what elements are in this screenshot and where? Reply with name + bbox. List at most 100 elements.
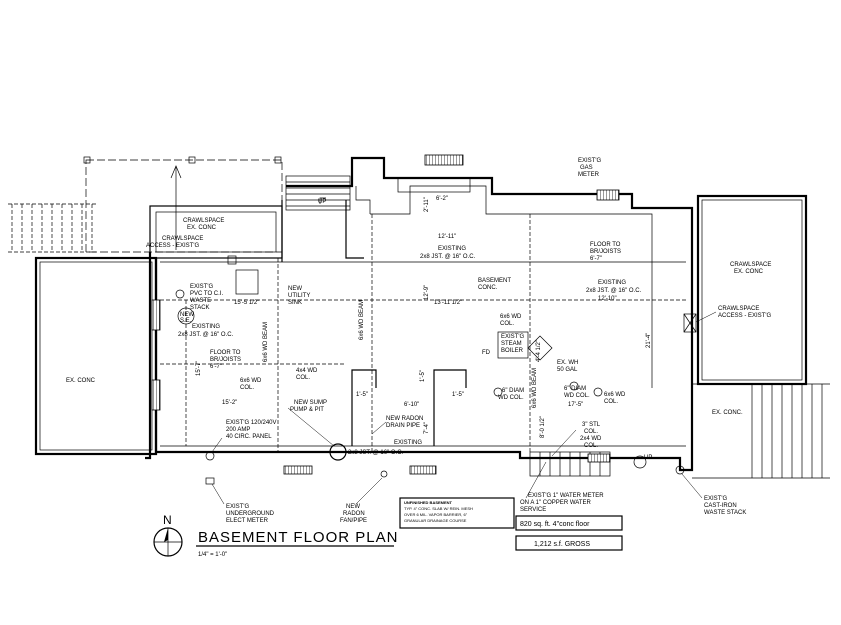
existing-joist-label: EXISTING: [394, 440, 422, 446]
floor-drain-label: FD: [482, 350, 491, 356]
column-label: COL.: [584, 429, 598, 435]
floor-to-joists-label: BR/JOISTS: [590, 249, 621, 255]
note-line: GRANULAR DRAINAGE COURSE: [404, 518, 467, 523]
column-label: 6x6 WD: [604, 392, 626, 398]
elect-meter-label: EXIST'G: [226, 504, 249, 510]
water-meter-label: SERVICE: [520, 507, 546, 513]
area-gross-label: 1,212 s.f. GROSS: [534, 541, 590, 548]
crawlspace-access-left: CRAWLSPACE: [162, 236, 203, 242]
ex-conc-right: EX. CONC.: [712, 410, 743, 416]
new-se-label: S.E.: [180, 318, 192, 324]
utility-sink-label: UTILITY: [288, 293, 310, 299]
dimension-label: 1'-5": [356, 392, 368, 398]
water-heater-label: EX. WH: [557, 360, 578, 366]
panel-label: 200 AMP: [226, 427, 250, 433]
column-label: COL.: [500, 321, 514, 327]
note-line: OVER 6 MIL. VAPOR BARRIER, 6": [404, 512, 468, 517]
dimension-label: 12'-11": [438, 234, 456, 240]
water-heater-label: 50 GAL: [557, 367, 578, 373]
foundation-walls: [145, 154, 694, 472]
dimension-label: 4'-4 1/2": [536, 340, 542, 362]
floor-to-joists-label: 6'-7": [590, 256, 602, 262]
interior-partitions: [235, 186, 529, 446]
crawlspace-access-right-sub: ACCESS - EXIST'G: [718, 313, 771, 319]
column-label: 6x6 WD: [240, 378, 262, 384]
note-title: UNFINISHED BASEMENT: [404, 500, 453, 505]
dimension-label: 6'-2": [436, 196, 448, 202]
dimension-label: 15'-7": [196, 361, 202, 376]
crawlspace-right-label: CRAWLSPACE: [730, 262, 771, 268]
beam-label: 6x6 WD BEAM: [263, 322, 269, 362]
joist-label: 2x8 JST. @ 16" O.C.: [420, 254, 476, 260]
plan-scale: 1/4" = 1'-0": [198, 552, 227, 558]
exist-pvc-label: EXIST'G: [190, 284, 213, 290]
dimension-label: 15'-2": [222, 400, 237, 406]
boiler-label: BOILER: [501, 348, 524, 354]
boiler-label: STEAM: [501, 341, 522, 347]
dimension-label: 1'-5": [420, 370, 426, 382]
crawlspace-access-right: CRAWLSPACE: [718, 306, 759, 312]
elect-meter-label: ELECT METER: [226, 518, 269, 524]
exist-pvc-label: PVC TO C.I.: [190, 291, 223, 297]
note-line: TYP. 4" CONC. SLAB W/ REIN. MESH: [404, 506, 473, 511]
radon-pipe-label: NEW: [346, 504, 360, 510]
north-label: N: [163, 513, 172, 527]
column-label: COL.: [240, 385, 254, 391]
right-crawlspace: [683, 194, 830, 479]
beam-label: 6x6 WD BEAM: [359, 300, 365, 340]
floor-to-joists-label: BR/JOISTS: [210, 357, 241, 363]
plan-title: BASEMENT FLOOR PLAN: [198, 529, 398, 546]
column-label: 6" DIAM: [564, 386, 586, 392]
note-box: [399, 497, 623, 551]
existing-joist-label: EXISTING: [192, 324, 220, 330]
sump-label: PUMP & PIT: [290, 407, 324, 413]
dimension-label: 15'-5 1/2": [234, 300, 259, 306]
dimension-label: 2'-11": [424, 197, 430, 212]
column-label: 6" DIAM: [502, 388, 524, 394]
water-meter-label: ON A 1" COPPER WATER: [520, 500, 591, 506]
upper-stairs: [285, 175, 351, 211]
dimension-label: 8'-0 1/2": [540, 416, 546, 438]
basement-label: BASEMENT: [478, 278, 511, 284]
leader-lines: [211, 311, 717, 505]
ex-conc-left: EX. CONC: [66, 378, 96, 384]
dimension-label: 17'-5": [568, 402, 583, 408]
column-label: 6x6 WD: [500, 314, 522, 320]
column-label: 3" STL: [582, 422, 601, 428]
radon-drain-label: NEW RADON: [386, 416, 423, 422]
cast-iron-label: CAST-IRON: [704, 503, 737, 509]
windows: [151, 299, 611, 475]
basement-label: CONC.: [478, 285, 498, 291]
column-label: 4x4 WD: [296, 368, 318, 374]
left-porch: [8, 203, 158, 456]
boiler-label: EXIST'G: [501, 334, 524, 340]
floor-to-joists-label: FLOOR TO: [590, 242, 621, 248]
radon-pipe-label: FAN/PIPE: [340, 518, 367, 524]
cast-iron-label: WASTE STACK: [704, 510, 746, 516]
joist-label: 2x8 JST. @ 16" O.C.: [178, 332, 234, 338]
beam-label: 6x6 WD BEAM: [532, 368, 538, 408]
exist-pvc-label: WASTE: [190, 298, 211, 304]
utility-sink-label: NEW: [288, 286, 302, 292]
column-label: COL.: [604, 399, 618, 405]
radon-drain-label: DRAIN PIPE: [386, 423, 420, 429]
existing-joist-label: EXISTING: [598, 280, 626, 286]
dimension-label: 12'-10": [598, 296, 617, 302]
existing-joist-label: EXISTING: [438, 246, 466, 252]
column-label: 2x4 WD: [580, 436, 602, 442]
elect-meter-label: UNDERGROUND: [226, 511, 275, 517]
panel-label: 40 CIRC. PANEL: [226, 434, 272, 440]
joist-label: 2x8 JST. @ 16" O.C.: [586, 288, 642, 294]
column-label: COL.: [584, 443, 598, 449]
column-label: WD COL.: [498, 395, 524, 401]
cast-iron-label: EXIST'G: [704, 496, 727, 502]
radon-pipe-label: RADON: [343, 511, 365, 517]
gas-meter-label: METER: [578, 172, 600, 178]
plan-labels: BASEMENT FLOOR PLAN 1/4" = 1'-0" N CRAWL…: [66, 158, 771, 558]
water-meter-label: EXIST'G 1" WATER METER: [528, 493, 604, 499]
up-label: UP: [318, 199, 326, 205]
dimension-label: 1'-5": [452, 392, 464, 398]
dimension-label: 6'-10": [404, 402, 419, 408]
area-floor-label: 820 sq. ft. 4"conc floor: [520, 521, 590, 528]
